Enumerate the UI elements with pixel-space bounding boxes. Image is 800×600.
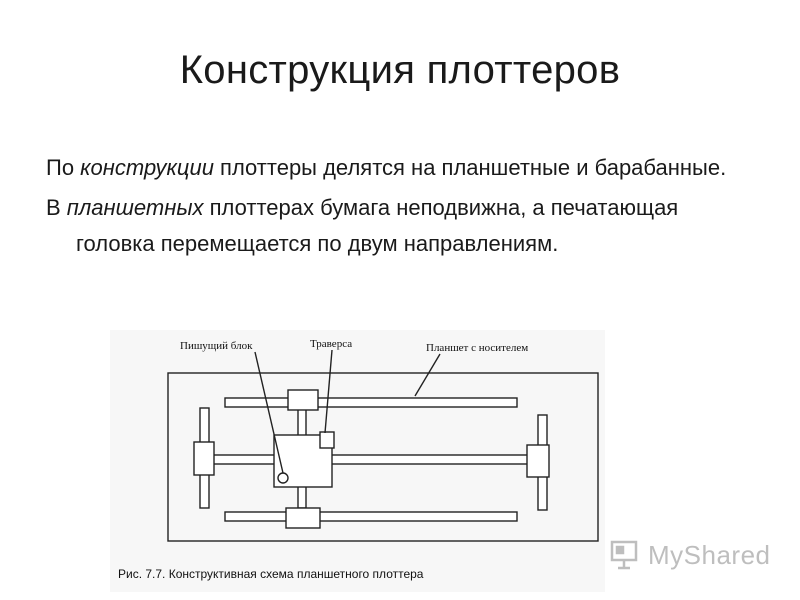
- emphasis-flatbed: планшетных: [66, 195, 204, 220]
- slide-title: Конструкция плоттеров: [179, 48, 621, 92]
- presentation-board-icon: [610, 540, 638, 570]
- emphasis-construction: конструкции: [80, 155, 214, 180]
- top-carriage-block: [287, 389, 319, 411]
- paragraph-construction: По конструкции плоттеры делятся на планш…: [46, 155, 727, 180]
- left-carriage: [193, 441, 215, 476]
- pen-holder: [319, 431, 335, 449]
- label-pen-block: Пишущий блок: [180, 340, 253, 352]
- bottom-guide-rail: [224, 511, 518, 522]
- watermark-text: MyShared: [648, 539, 771, 570]
- traverse-bar: [209, 454, 529, 465]
- right-carriage: [526, 444, 550, 478]
- label-tablet: Планшет с носителем: [426, 342, 529, 354]
- leader-pen-block: [254, 351, 284, 474]
- tablet-frame: [167, 372, 599, 542]
- bottom-carriage-block: [285, 507, 321, 529]
- paragraph-flatbed: В планшетных плоттерах бумага неподвижна…: [46, 195, 679, 256]
- plotter-diagram-figure: Пишущий блок Траверса Планшет с носителе…: [110, 330, 605, 592]
- figure-caption: Рис. 7.7. Конструктивная схема планшетно…: [118, 567, 424, 581]
- leader-traverse: [324, 349, 333, 434]
- watermark: MyShared: [608, 535, 771, 575]
- plotter-diagram: [167, 349, 599, 542]
- label-traverse: Траверса: [310, 338, 353, 350]
- slide-body: По конструкции плоттеры делятся на планш…: [46, 150, 758, 266]
- leader-tablet: [414, 353, 441, 397]
- top-guide-rail: [224, 397, 518, 408]
